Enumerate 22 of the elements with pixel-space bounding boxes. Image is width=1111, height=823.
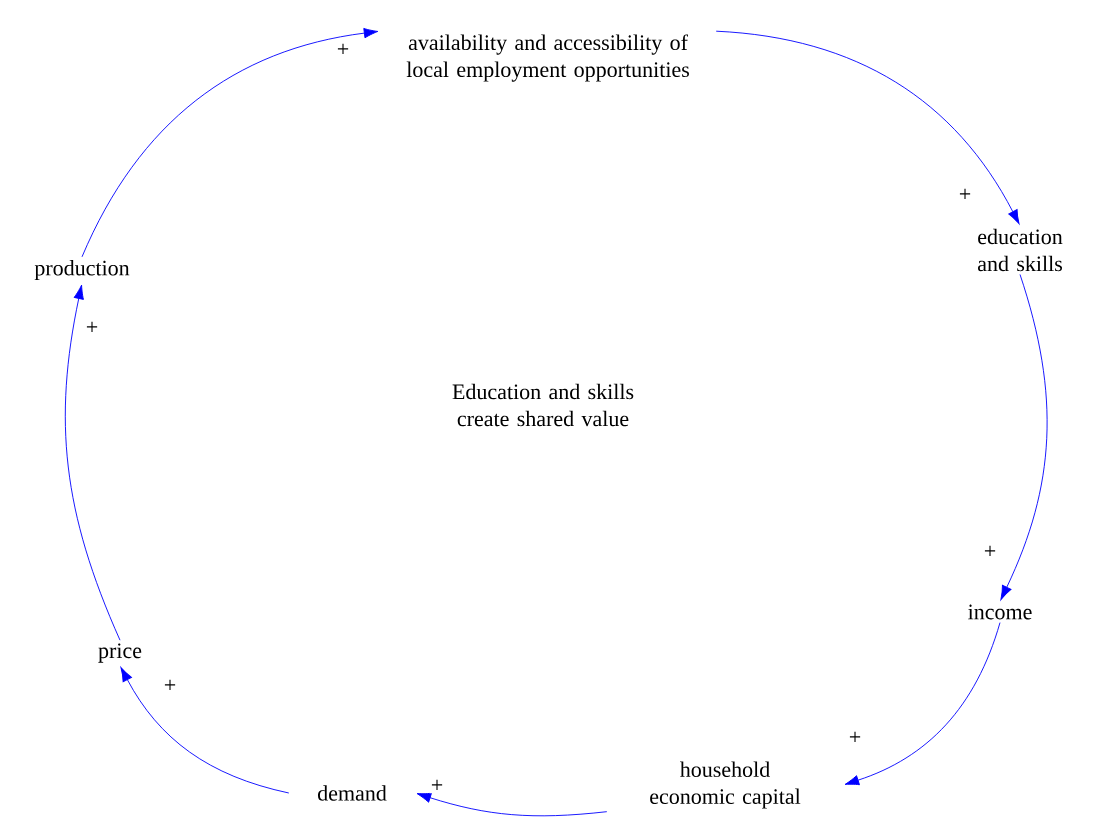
variable-label: education and skills bbox=[978, 228, 1063, 272]
polarity-sign: + bbox=[335, 42, 351, 58]
arrow bbox=[416, 792, 608, 817]
variable-label: income bbox=[968, 604, 1032, 620]
polarity-sign: + bbox=[84, 320, 100, 336]
variable-label: availability and accessibility of local employment opportunities bbox=[406, 34, 689, 82]
polarity-sign: + bbox=[982, 544, 998, 560]
polarity-sign: + bbox=[429, 778, 445, 794]
arrow bbox=[81, 27, 379, 258]
polarity-sign: + bbox=[162, 678, 178, 694]
variable-label: demand bbox=[318, 785, 387, 801]
loop-label: Education and skills create shared value bbox=[452, 383, 634, 427]
arrow bbox=[120, 667, 290, 794]
arrow bbox=[1000, 274, 1048, 601]
variable-label: production bbox=[34, 260, 130, 280]
polarity-sign: + bbox=[847, 730, 863, 746]
arrow bbox=[715, 30, 1020, 225]
arrow bbox=[64, 284, 121, 641]
variable-label: household economic capital bbox=[650, 761, 801, 809]
polarity-sign: + bbox=[957, 187, 973, 203]
variable-label: price bbox=[98, 643, 142, 663]
arrow bbox=[844, 622, 1001, 786]
